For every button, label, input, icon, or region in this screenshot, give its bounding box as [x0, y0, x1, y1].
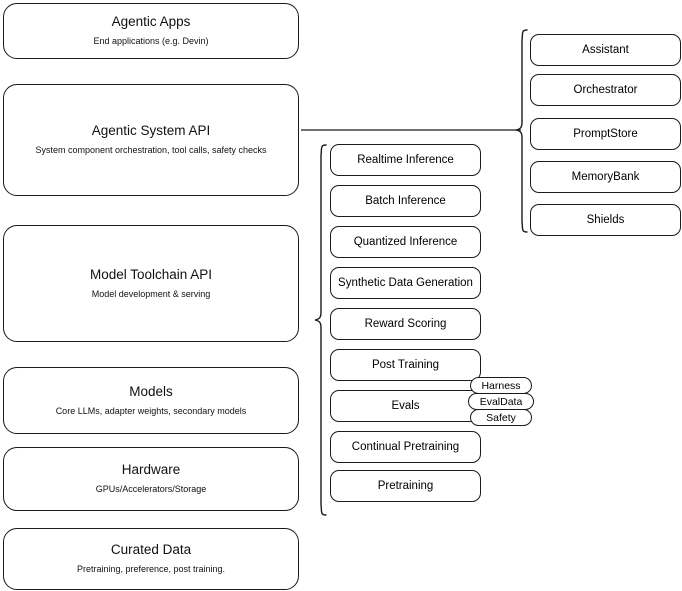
agentic-component-orchestrator[interactable]: Orchestrator — [530, 74, 681, 106]
agentic-component-shields[interactable]: Shields — [530, 204, 681, 236]
layer-agentic-apps[interactable]: Agentic Apps End applications (e.g. Devi… — [3, 3, 299, 59]
layer-subtitle: Pretraining, preference, post training. — [76, 564, 226, 575]
capability-evals[interactable]: Evals — [330, 390, 481, 422]
agentic-component-memorybank[interactable]: MemoryBank — [530, 161, 681, 193]
layer-title: Hardware — [121, 462, 181, 478]
layer-title: Agentic System API — [91, 123, 211, 139]
bracket-toolchain-capabilities — [314, 144, 327, 516]
layer-subtitle: Core LLMs, adapter weights, secondary mo… — [55, 405, 247, 416]
layer-title: Agentic Apps — [111, 14, 191, 30]
layer-subtitle: System component orchestration, tool cal… — [35, 145, 267, 156]
agentic-component-promptstore[interactable]: PromptStore — [530, 118, 681, 150]
layer-hardware[interactable]: Hardware GPUs/Accelerators/Storage — [3, 447, 299, 511]
capability-continual-pretraining[interactable]: Continual Pretraining — [330, 431, 481, 463]
layer-subtitle: End applications (e.g. Devin) — [93, 36, 209, 47]
layer-title: Curated Data — [110, 542, 192, 558]
capability-batch-inference[interactable]: Batch Inference — [330, 185, 481, 217]
layer-subtitle: GPUs/Accelerators/Storage — [95, 484, 207, 495]
agentic-component-assistant[interactable]: Assistant — [530, 34, 681, 66]
layer-title: Models — [129, 383, 173, 399]
capability-pretraining[interactable]: Pretraining — [330, 470, 481, 502]
capability-synthetic-data-generation[interactable]: Synthetic Data Generation — [330, 267, 481, 299]
evals-subcomponent-harness[interactable]: Harness — [470, 377, 532, 394]
capability-realtime-inference[interactable]: Realtime Inference — [330, 144, 481, 176]
layer-title: Model Toolchain API — [89, 266, 213, 282]
layer-subtitle: Model development & serving — [91, 288, 211, 299]
layer-curated-data[interactable]: Curated Data Pretraining, preference, po… — [3, 528, 299, 590]
layer-models[interactable]: Models Core LLMs, adapter weights, secon… — [3, 367, 299, 434]
evals-subcomponent-safety[interactable]: Safety — [470, 409, 532, 426]
capability-quantized-inference[interactable]: Quantized Inference — [330, 226, 481, 258]
layer-agentic-system-api[interactable]: Agentic System API System component orch… — [3, 84, 299, 196]
capability-reward-scoring[interactable]: Reward Scoring — [330, 308, 481, 340]
bracket-agentic-components — [515, 29, 528, 233]
evals-subcomponent-evaldata[interactable]: EvalData — [468, 393, 534, 410]
layer-model-toolchain-api[interactable]: Model Toolchain API Model development & … — [3, 225, 299, 342]
capability-post-training[interactable]: Post Training — [330, 349, 481, 381]
